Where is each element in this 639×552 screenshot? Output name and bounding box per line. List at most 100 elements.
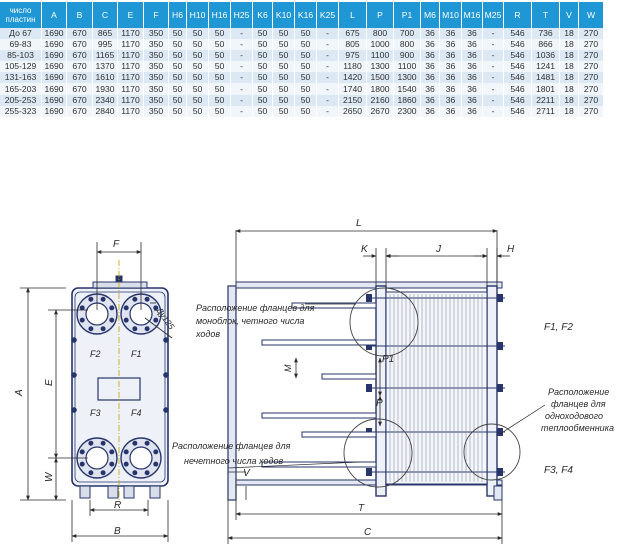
- table-cell: 50: [252, 72, 273, 84]
- table-cell: 36: [420, 39, 440, 51]
- table-cell: 36: [461, 94, 483, 106]
- table-cell: 36: [461, 39, 483, 51]
- table-cell: 18: [559, 105, 579, 117]
- table-cell: 50: [186, 72, 209, 84]
- table-cell: -: [316, 39, 339, 51]
- table-cell: 36: [461, 83, 483, 95]
- table-cell: 36: [461, 105, 483, 117]
- table-cell: 50: [272, 72, 295, 84]
- table-cell: 350: [143, 50, 169, 62]
- column-header: V: [559, 2, 579, 28]
- column-header: P: [366, 2, 394, 28]
- table-cell: 1170: [117, 94, 144, 106]
- table-cell: 1170: [117, 83, 144, 95]
- column-header: L: [338, 2, 367, 28]
- table-cell: 69-83: [0, 39, 42, 51]
- column-header: R: [503, 2, 532, 28]
- dim-k-label: K: [361, 244, 369, 255]
- table-cell: 350: [143, 28, 169, 40]
- table-cell: -: [230, 28, 253, 40]
- table-cell: 50: [294, 83, 317, 95]
- table-cell: 50: [186, 50, 209, 62]
- port-f1-label: F1: [131, 349, 142, 359]
- table-cell: 1690: [41, 72, 67, 84]
- note-odd-line1: Расположение фланцев для: [172, 441, 291, 451]
- table-cell: 18: [559, 83, 579, 95]
- column-header: H25: [230, 2, 253, 28]
- table-cell: 1241: [531, 61, 560, 73]
- table-cell: 865: [92, 28, 118, 40]
- table-cell: 546: [503, 94, 532, 106]
- foot-mid-left: [107, 485, 119, 499]
- dim-e-label: E: [44, 379, 55, 386]
- table-cell: 18: [559, 28, 579, 40]
- table-cell: 85-103: [0, 50, 42, 62]
- table-cell: 50: [208, 61, 231, 73]
- front-dimensions: [20, 242, 173, 542]
- table-cell: 50: [168, 39, 187, 51]
- table-cell: 50: [294, 94, 317, 106]
- table-cell: 2150: [338, 94, 367, 106]
- table-cell: 36: [439, 61, 462, 73]
- flange: [76, 437, 118, 479]
- table-cell: 50: [186, 83, 209, 95]
- table-cell: 36: [439, 72, 462, 84]
- table-cell: 205-253: [0, 94, 42, 106]
- table-cell: -: [482, 61, 504, 73]
- table-cell: -: [316, 28, 339, 40]
- table-cell: 50: [186, 94, 209, 106]
- dim-v-label: V: [243, 468, 251, 479]
- table-cell: 1170: [117, 39, 144, 51]
- table-cell: 50: [168, 83, 187, 95]
- top-guide-bar: [235, 281, 503, 289]
- table-cell: 1800: [366, 83, 394, 95]
- side-nozzles: [261, 302, 377, 468]
- dim-f-label: F: [113, 239, 120, 250]
- side-dimensions: [227, 229, 510, 544]
- table-cell: 36: [420, 72, 440, 84]
- note-leaders: [227, 303, 546, 469]
- note-monoblock-line2: моноблок, четного числа: [196, 316, 304, 326]
- column-header: C: [92, 2, 118, 28]
- column-header: K6: [252, 2, 273, 28]
- table-cell: 50: [208, 105, 231, 117]
- note-single-line1: Расположение: [548, 387, 609, 397]
- table-cell: 670: [66, 39, 93, 51]
- table-cell: 670: [66, 94, 93, 106]
- table-cell: 1481: [531, 72, 560, 84]
- table-cell: 2670: [366, 105, 394, 117]
- table-cell: 2300: [393, 105, 421, 117]
- table-cell: 1170: [117, 50, 144, 62]
- foot-left: [79, 485, 91, 499]
- table-cell: 900: [393, 50, 421, 62]
- table-cell: -: [230, 39, 253, 51]
- table-cell: 50: [252, 83, 273, 95]
- table-cell: 50: [272, 83, 295, 95]
- table-cell: 50: [208, 28, 231, 40]
- table-cell: 1610: [92, 72, 118, 84]
- table-cell: 270: [578, 83, 604, 95]
- table-cell: 1690: [41, 28, 67, 40]
- foot-right: [149, 485, 161, 499]
- table-cell: 50: [272, 105, 295, 117]
- table-cell: 1690: [41, 94, 67, 106]
- table-cell: 50: [252, 50, 273, 62]
- table-cell: 50: [252, 94, 273, 106]
- table-cell: 350: [143, 94, 169, 106]
- table-cell: -: [230, 50, 253, 62]
- table-cell: 270: [578, 61, 604, 73]
- table-cell: 50: [252, 105, 273, 117]
- column-header: K10: [272, 2, 295, 28]
- table-cell: 36: [439, 94, 462, 106]
- table-cell: -: [316, 105, 339, 117]
- table-cell: 50: [168, 61, 187, 73]
- table-cell: 1300: [393, 72, 421, 84]
- table-cell: 670: [66, 28, 93, 40]
- table-cell: 800: [366, 28, 394, 40]
- table-cell: 1170: [117, 28, 144, 40]
